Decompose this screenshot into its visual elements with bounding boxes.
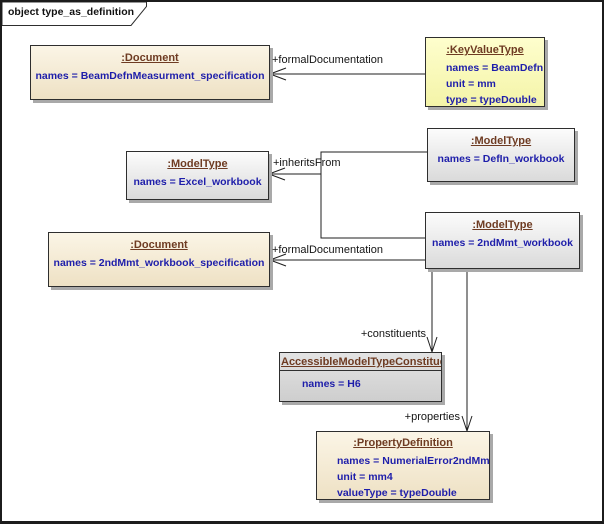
connector-formal-documentation-bottom[interactable] [269,253,425,267]
diagram-title: object type_as_definition [8,6,135,18]
object-node-accessible-modeltype-constituent[interactable]: AccessibleModelTypeConstituent names = H… [279,352,442,402]
connector-inherits-from[interactable] [268,151,427,239]
diagram-frame-tab: object type_as_definition [2,2,152,26]
object-node-document-beamdefn[interactable]: :Document names = BeamDefnMeasurment_spe… [30,45,270,100]
object-node-propertydefinition[interactable]: :PropertyDefinition names = NumerialErro… [316,431,490,500]
node-attribute: unit = mm4 [337,471,393,483]
object-node-modeltype-excel[interactable]: :ModelType names = Excel_workbook [126,151,269,200]
node-attribute: unit = mm [446,78,496,90]
node-attribute: names = H6 [302,378,361,390]
object-node-document-2ndmmt[interactable]: :Document names = 2ndMmt_workbook_specif… [48,232,270,287]
node-title: :Document [130,239,188,251]
frame-tab-shape [2,2,147,26]
node-title: :Document [121,52,179,64]
connector-properties[interactable] [461,269,473,432]
node-attribute: names = BeamDefnMeasurment_specification [35,70,265,82]
connector-label-constituents: +constituents [360,328,426,340]
connector-label-properties: +properties [404,411,460,423]
object-node-keyvaluetype[interactable]: :KeyValueType names = BeamDefn unit = mm… [425,37,545,107]
connector-label-formal-documentation-top: +formalDocumentation [272,54,383,66]
node-title: :KeyValueType [446,44,524,56]
connector-formal-documentation-top[interactable] [269,67,425,81]
connector-label-inherits-from: +inheritsFrom [273,157,341,169]
node-title: AccessibleModelTypeConstituent [280,355,441,371]
object-node-modeltype-2ndmmt[interactable]: :ModelType names = 2ndMmt_workbook [425,212,580,269]
node-title: :PropertyDefinition [353,437,453,449]
node-attribute: names = 2ndMmt_workbook [432,237,573,249]
node-attribute: names = BeamDefn [446,62,544,74]
node-attribute: names = Excel_workbook [133,176,262,188]
node-title: :ModelType [470,135,532,147]
node-title: :ModelType [167,158,228,170]
node-attribute: type = typeDouble [446,94,537,106]
node-attribute: names = NumerialError2ndMmt [337,455,490,467]
node-attribute: valueType = typeDouble [337,487,457,499]
connector-constituents[interactable] [426,269,438,353]
connector-label-formal-documentation-bottom: +formalDocumentation [272,244,383,256]
node-attribute: names = 2ndMmt_workbook_specification [53,257,265,269]
node-title: :ModelType [472,219,533,231]
object-node-modeltype-defin[interactable]: :ModelType names = DefIn_workbook [427,128,575,182]
node-attribute: names = DefIn_workbook [437,153,565,165]
